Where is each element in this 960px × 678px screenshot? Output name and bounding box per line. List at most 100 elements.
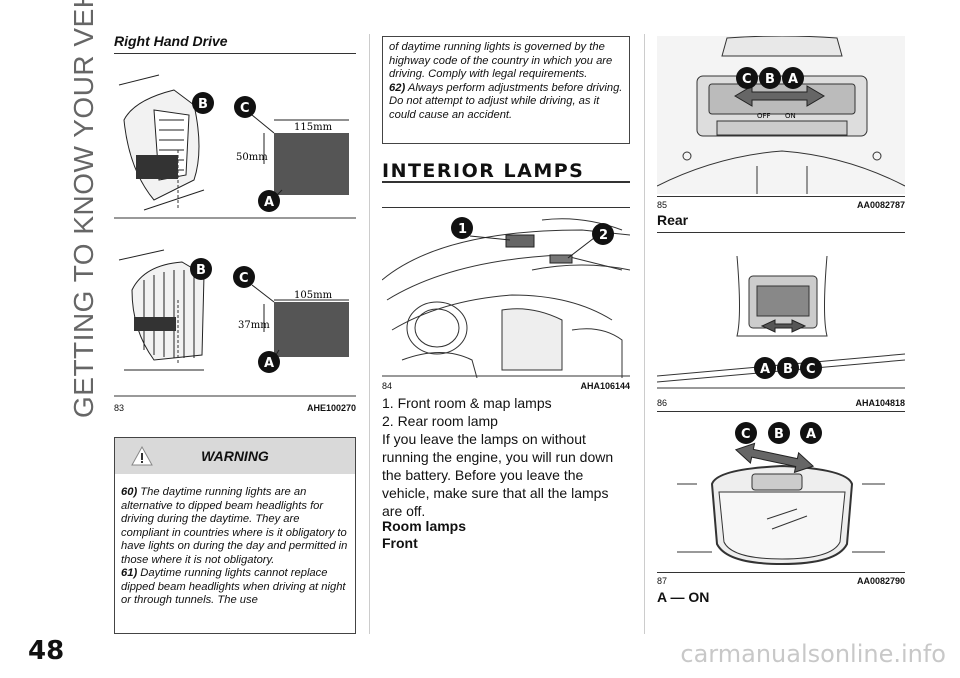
label-a: A: [264, 195, 274, 210]
figure-number: 85: [657, 200, 668, 210]
figure-number: 87: [657, 576, 668, 586]
switch-on-label: ON: [785, 112, 796, 120]
note-text-62: Always perform adjustments before drivin…: [389, 81, 623, 121]
page-number: 48: [28, 636, 65, 666]
site-watermark: carmanualsonline.info: [680, 640, 946, 668]
subheading-a-on: A — ON: [657, 589, 710, 605]
note-text-60: The daytime running lights are an altern…: [121, 486, 348, 566]
lower-headlight-illustration: [118, 249, 205, 371]
label-1: 1: [458, 222, 467, 237]
figure-84-cabin-illustration: 1 2: [382, 217, 630, 378]
console-lines: [657, 36, 905, 194]
figure-top-rule: [657, 232, 905, 233]
lamp-lines: [677, 464, 885, 566]
label-c-circle: [800, 357, 822, 379]
label-c-circle: [234, 96, 256, 118]
figure-86-rear-lamp-illustration: A B C: [657, 255, 905, 389]
label-b: B: [196, 263, 206, 278]
figure-83-caption: 83 AHE100270: [114, 403, 356, 413]
body-paragraph: If you leave the lamps on without runnin…: [382, 431, 614, 519]
label-2-circle: [592, 223, 614, 245]
figure-top-rule: [382, 207, 630, 208]
dim-105mm: 105mm: [294, 290, 333, 301]
note-number-61: 61): [121, 567, 138, 579]
label-2: 2: [599, 228, 608, 243]
drl-lamp: [136, 155, 178, 179]
label-c-circle: [233, 266, 255, 288]
leader-line: [469, 235, 511, 241]
label-a: A: [760, 362, 770, 377]
label-b: B: [765, 72, 775, 87]
section-heading: Right Hand Drive: [114, 33, 228, 49]
label-a: A: [806, 427, 816, 442]
label-1-circle: [451, 217, 473, 239]
dim-115mm: 115mm: [294, 122, 333, 133]
label-a-circle: [800, 422, 822, 444]
leader-line: [251, 284, 275, 303]
label-b: B: [198, 97, 208, 112]
label-c: C: [806, 362, 816, 377]
figure-bottom-rule: [657, 196, 905, 197]
heading-rule: [114, 53, 356, 54]
note-number-62: 62): [389, 81, 406, 94]
warning-continued-text: of daytime running lights is governed by…: [389, 41, 613, 80]
figure-83-diagram: 115mm 50mm B C A 105mm 37mm B C A: [114, 74, 356, 397]
figure-number: 84: [382, 381, 393, 391]
figure-code: AHE100270: [306, 403, 356, 413]
label-b: B: [783, 362, 793, 377]
note-number-60: 60): [121, 486, 138, 498]
continued-warning-box: of daytime running lights is governed by…: [382, 36, 630, 144]
figure-code: AA0082790: [856, 576, 905, 586]
figure-bottom-rule: [657, 572, 905, 573]
label-a-circle: [782, 67, 804, 89]
section-title-interior-lamps: INTERIOR LAMPS: [382, 160, 585, 182]
warning-title: WARNING: [201, 448, 269, 464]
rear-room-lamp: [549, 254, 573, 264]
label-c: C: [741, 427, 751, 442]
leader-line: [567, 237, 595, 259]
section-rule: [382, 181, 630, 183]
label-b-circle: [190, 258, 212, 280]
subheading-room-lamps: Room lamps: [382, 518, 467, 534]
list-item: 2. Rear room lamp: [382, 413, 498, 429]
label-a-circle: [258, 190, 280, 212]
figure-87-lamp-illustration: C B A: [677, 422, 885, 566]
label-a-circle: [258, 351, 280, 373]
warning-header: WARNING: [115, 438, 355, 474]
label-c-circle: [736, 67, 758, 89]
column-divider: [644, 34, 645, 634]
drl-lamp: [134, 317, 176, 331]
lower-panel-box: [274, 302, 349, 357]
label-a: A: [264, 356, 274, 371]
figure-number: 86: [657, 398, 668, 408]
leader-line: [251, 114, 275, 134]
label-b-circle: [768, 422, 790, 444]
dim-50mm: 50mm: [236, 152, 268, 163]
upper-headlight-illustration: [118, 74, 205, 211]
chapter-title: GETTING TO KNOW YOUR VEHICLE: [68, 0, 99, 418]
subheading-front: Front: [382, 535, 418, 551]
slide-arrow: [734, 442, 815, 474]
label-c: C: [239, 271, 249, 286]
cabin-lines: [382, 218, 630, 378]
warning-text: 60) The daytime running lights are an al…: [115, 474, 355, 608]
label-c: C: [240, 101, 250, 116]
note-text-61: Daytime running lights cannot replace di…: [121, 567, 346, 606]
label-b-circle: [759, 67, 781, 89]
figure-code: AHA106144: [580, 381, 630, 391]
label-b: B: [774, 427, 784, 442]
figure-top-rule: [657, 411, 905, 412]
figure-86-caption: 86 AHA104818: [657, 398, 905, 408]
subheading-rear: Rear: [657, 212, 689, 228]
dim-37mm: 37mm: [238, 320, 270, 331]
figure-code: AA0082787: [856, 200, 905, 210]
figure-85-caption: 85 AA0082787: [657, 200, 905, 210]
label-b-circle: [777, 357, 799, 379]
figure-code: AHA104818: [855, 398, 905, 408]
label-a: A: [788, 72, 798, 87]
front-room-lamp: [505, 234, 535, 248]
figure-85-front-lamp-illustration: OFF ON C B A: [657, 36, 905, 194]
figure-84-caption: 84 AHA106144: [382, 381, 630, 391]
figure-87-caption: 87 AA0082790: [657, 576, 905, 586]
label-a-circle: [754, 357, 776, 379]
